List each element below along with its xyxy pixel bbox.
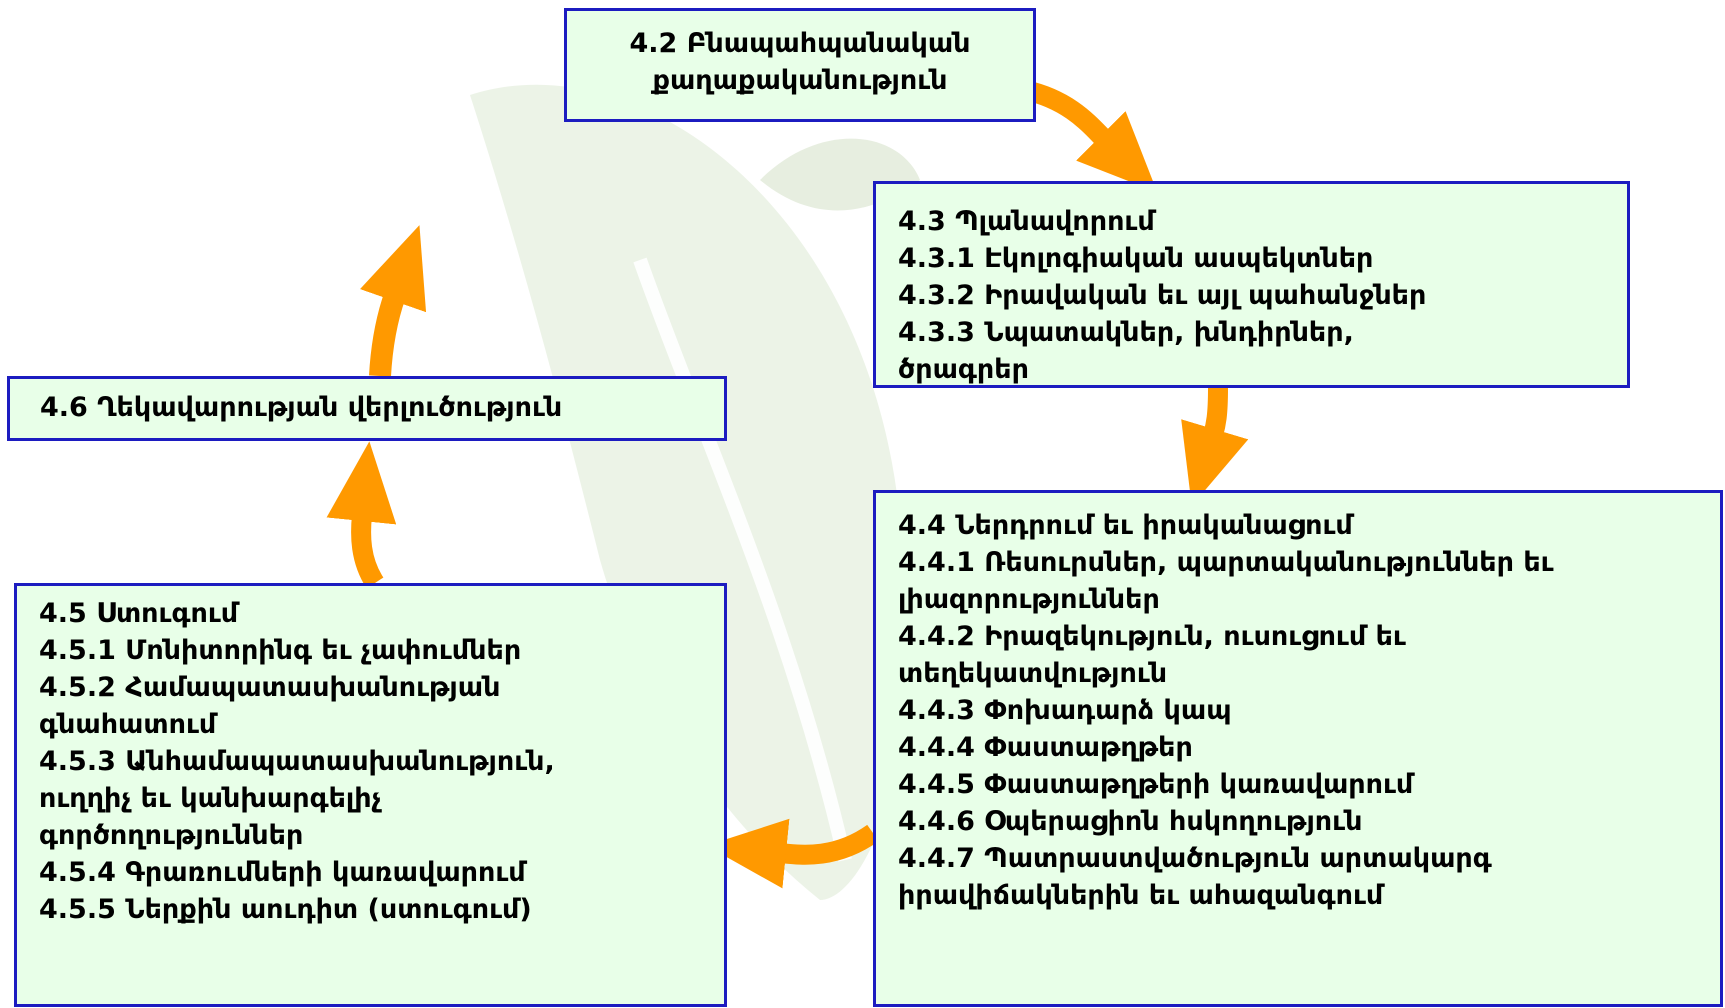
box-line: 4.4.2 Իրազեկություն, ուսուցում եւ (898, 621, 1406, 652)
box-line: 4.5.5 Ներքին աուդիտ (ստուգում) (39, 894, 532, 925)
box-line: 4.3.3 Նպատակներ, խնդիրներ, (898, 317, 1354, 348)
leaf-vein (633, 257, 852, 862)
box-checking: 4.5 Ստուգում 4.5.1 Մոնիտորինգ եւ չափումն… (14, 583, 727, 1007)
box-line: իրավիճակներին եւ ահազանգում (898, 880, 1384, 911)
box-line: 4.5.4 Գրառումների կառավարում (39, 857, 526, 888)
box-management-review: 4.6 Ղեկավարության վերլուծություն (7, 376, 727, 441)
box-line: քաղաքականություն (652, 65, 948, 96)
box-line: գնահատում (39, 709, 217, 740)
box-line: 4.3.2 Իրավական եւ այլ պահանջներ (898, 280, 1427, 311)
box-line: 4.4.4 Փաստաթղթեր (898, 732, 1193, 763)
box-line: ուղղիչ եւ կանխարգելիչ (39, 783, 382, 814)
box-line: 4.5 Ստուգում (39, 598, 239, 629)
box-line: 4.6 Ղեկավարության վերլուծություն (40, 392, 563, 423)
box-line: ծրագրեր (898, 354, 1029, 385)
box-line: 4.4.5 Փաստաթղթերի կառավարում (898, 769, 1414, 800)
box-line: 4.4.1 Ռեսուրսներ, պարտականություններ եւ (898, 547, 1554, 578)
arrow-42-to-43 (1022, 80, 1158, 193)
box-environmental-policy: 4.2 Բնապահպանական քաղաքականություն (564, 8, 1036, 122)
box-line: 4.4.3 Փոխադարձ կապ (898, 695, 1232, 726)
box-line: 4.2 Բնապահպանական (629, 28, 971, 59)
box-line: 4.5.3 Անհամապատասխանություն, (39, 746, 555, 777)
arrow-43-to-44 (1181, 387, 1249, 506)
box-line: 4.5.2 Համապատասխանության (39, 672, 501, 703)
box-line: 4.4.6 Օպերացիոն հսկողություն (898, 806, 1363, 837)
box-line: լիազորություններ (898, 584, 1160, 615)
box-line: 4.4.7 Պատրաստվածություն արտակարգ (898, 843, 1492, 874)
arrow-45-to-46 (326, 441, 397, 589)
box-planning: 4.3 Պլանավորում 4.3.1 Էկոլոգիական ասպեկտ… (873, 181, 1630, 388)
arrow-44-to-45 (706, 818, 879, 889)
box-line: 4.5.1 Մոնիտորինգ եւ չափումներ (39, 635, 522, 666)
box-line: 4.3 Պլանավորում (898, 206, 1155, 237)
box-line: 4.4 Ներդրում եւ իրականացում (898, 510, 1353, 541)
box-line: 4.3.1 Էկոլոգիական ասպեկտներ (898, 243, 1374, 274)
box-line: տեղեկատվություն (898, 658, 1168, 689)
box-line: գործողություններ (39, 820, 304, 851)
box-implementation: 4.4 Ներդրում եւ իրականացում 4.4.1 Ռեսուր… (873, 490, 1723, 1007)
arrow-46-to-42 (359, 225, 427, 377)
